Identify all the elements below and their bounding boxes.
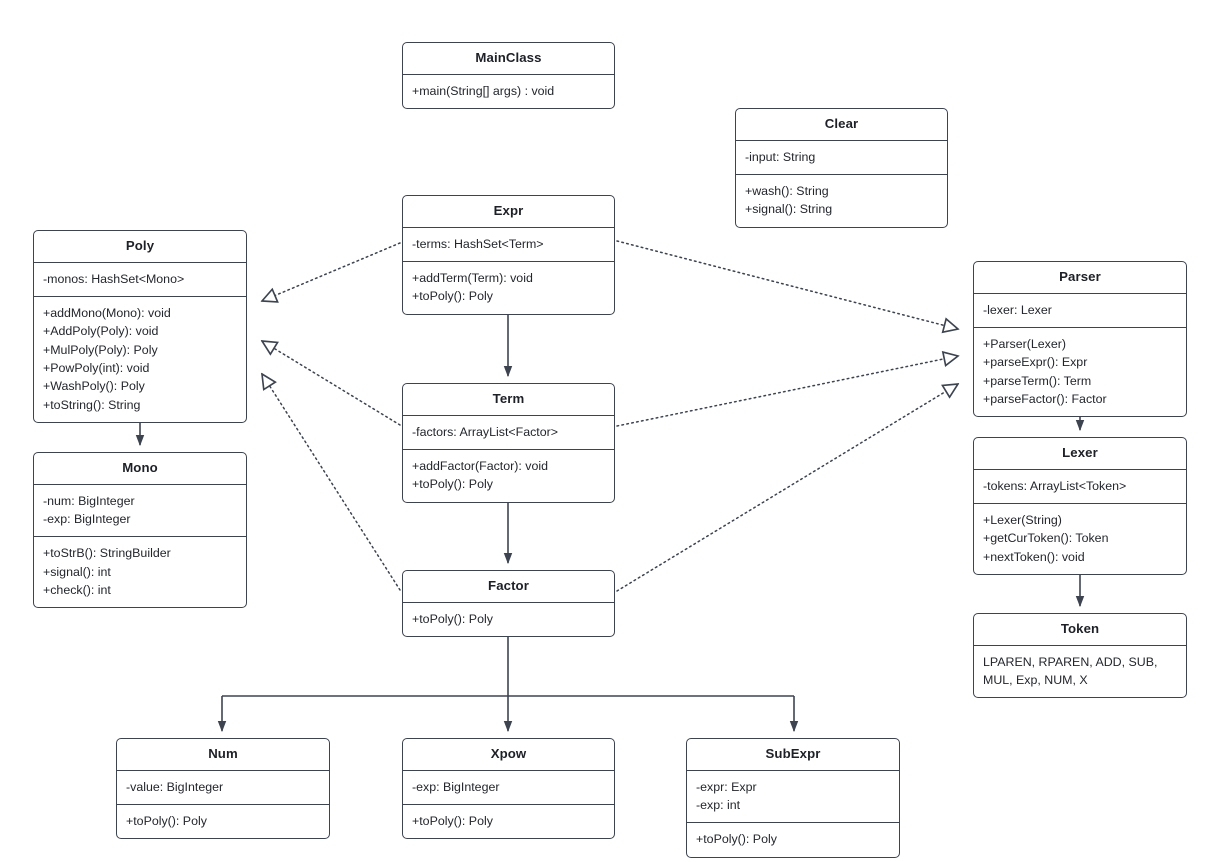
class-methods-section-factor: +toPoly(): Poly bbox=[403, 601, 614, 636]
class-name-term: Term bbox=[492, 391, 525, 406]
class-name-lexer: Lexer bbox=[1062, 445, 1098, 460]
class-name-num: Num bbox=[208, 746, 238, 761]
class-methods-section-expr: +addTerm(Term): void +toPoly(): Poly bbox=[403, 260, 614, 314]
class-methods-section-parser: +Parser(Lexer) +parseExpr(): Expr +parseTe… bbox=[974, 326, 1186, 416]
class-methods-line: +Lexer(String) bbox=[983, 512, 1062, 527]
class-box-expr[interactable]: Expr -terms: HashSet<Term> +addTerm(Term):… bbox=[402, 195, 615, 315]
class-attributes-section-subexpr: -expr: Expr -exp: int bbox=[687, 769, 899, 823]
class-methods-line: +wash(): String bbox=[745, 183, 829, 198]
edge-expr-dep-poly bbox=[262, 242, 401, 301]
class-attributes-line: -factors: ArrayList<Factor> bbox=[412, 424, 558, 439]
class-methods-line: +AddPoly(Poly): void bbox=[43, 324, 159, 339]
class-methods-line: +MulPoly(Poly): Poly bbox=[43, 342, 158, 357]
class-attributes-section-clear: -input: String bbox=[736, 139, 947, 174]
class-methods-line: +WashPoly(): Poly bbox=[43, 379, 145, 394]
class-methods-line: +Parser(Lexer) bbox=[983, 336, 1066, 351]
class-attributes-line: -num: BigInteger bbox=[43, 493, 135, 508]
class-methods-line: +PowPoly(int): void bbox=[43, 360, 150, 375]
class-methods-line: +toPoly(): Poly bbox=[412, 289, 493, 304]
class-attributes-line: -terms: HashSet<Term> bbox=[412, 236, 544, 251]
class-name-poly: Poly bbox=[125, 238, 155, 253]
class-name-clear: Clear bbox=[824, 116, 859, 131]
class-methods-line: +toPoly(): Poly bbox=[412, 611, 493, 626]
class-name-mono: Mono bbox=[122, 460, 158, 475]
class-methods-section-mainclass: +main(String[] args) : void bbox=[403, 73, 614, 108]
class-name-subexpr: SubExpr bbox=[765, 746, 821, 761]
class-methods-line: +parseExpr(): Expr bbox=[983, 355, 1088, 370]
class-methods-line: +parseTerm(): Term bbox=[983, 373, 1092, 388]
class-box-parser[interactable]: Parser -lexer: Lexer +Parser(Lexer) +parseE… bbox=[973, 261, 1187, 418]
class-attributes-line: -value: BigInteger bbox=[126, 779, 224, 794]
class-attributes-line: -input: String bbox=[745, 149, 816, 164]
class-box-poly[interactable]: Poly -monos: HashSet<Mono> +addMono(Mono):… bbox=[33, 230, 247, 424]
class-attributes-line: -lexer: Lexer bbox=[983, 302, 1052, 317]
class-methods-line: +toPoly(): Poly bbox=[412, 477, 493, 492]
class-methods-section-subexpr: +toPoly(): Poly bbox=[687, 822, 899, 856]
class-attributes-line: -exp: BigInteger bbox=[412, 779, 500, 794]
class-methods-line: +toPoly(): Poly bbox=[412, 813, 493, 828]
class-methods-section-term: +addFactor(Factor): void +toPoly(): Poly bbox=[403, 448, 614, 502]
class-attributes-section-poly: -monos: HashSet<Mono> bbox=[34, 261, 246, 296]
class-attributes-section-num: -value: BigInteger bbox=[117, 769, 329, 804]
class-methods-line: +toStrB(): StringBuilder bbox=[43, 546, 171, 561]
class-box-subexpr[interactable]: SubExpr -expr: Expr -exp: int +toPoly(): Po… bbox=[686, 738, 900, 858]
class-box-mono[interactable]: Mono -num: BigInteger -exp: BigInteger +toS… bbox=[33, 452, 247, 609]
class-methods-line: +check(): int bbox=[43, 582, 111, 597]
class-methods-section-num: +toPoly(): Poly bbox=[117, 803, 329, 838]
class-methods-line: +toPoly(): Poly bbox=[696, 832, 777, 847]
class-methods-section-poly: +addMono(Mono): void +AddPoly(Poly): void… bbox=[34, 295, 246, 422]
class-name-xpow: Xpow bbox=[490, 746, 527, 761]
class-name-mainclass: MainClass bbox=[475, 50, 542, 65]
class-methods-line: +toString(): String bbox=[43, 397, 141, 412]
class-methods-line: +signal(): int bbox=[43, 564, 111, 579]
class-attributes-section-lexer: -tokens: ArrayList<Token> bbox=[974, 468, 1186, 503]
class-box-lexer[interactable]: Lexer -tokens: ArrayList<Token> +Lexer(Str… bbox=[973, 437, 1187, 575]
class-box-term[interactable]: Term -factors: ArrayList<Factor> +addFacto… bbox=[402, 383, 615, 503]
class-attributes-line: LPAREN, RPAREN, ADD, SUB, bbox=[983, 654, 1158, 669]
class-methods-line: +getCurToken(): Token bbox=[983, 531, 1109, 546]
class-name-token: Token bbox=[1060, 621, 1100, 636]
class-methods-line: +signal(): String bbox=[745, 202, 833, 217]
class-methods-line: +main(String[] args) : void bbox=[412, 83, 555, 98]
class-name-factor: Factor bbox=[488, 578, 529, 593]
edge-term-dep-poly bbox=[262, 341, 401, 426]
class-methods-line: +addTerm(Term): void bbox=[412, 270, 533, 285]
class-attributes-section-token: LPAREN, RPAREN, ADD, SUB, MUL, Exp, NUM, … bbox=[974, 644, 1186, 698]
class-attributes-line: -monos: HashSet<Mono> bbox=[43, 271, 185, 286]
class-attributes-section-mono: -num: BigInteger -exp: BigInteger bbox=[34, 483, 246, 537]
class-methods-line: +parseFactor(): Factor bbox=[983, 391, 1107, 406]
edge-expr-dep-parser bbox=[616, 240, 958, 329]
class-name-parser: Parser bbox=[1059, 269, 1101, 284]
class-attributes-section-xpow: -exp: BigInteger bbox=[403, 769, 614, 804]
class-attributes-line: MUL, Exp, NUM, X bbox=[983, 672, 1088, 687]
class-box-mainclass[interactable]: MainClass +main(String[] args) : void bbox=[402, 42, 615, 109]
class-methods-line: +addFactor(Factor): void bbox=[412, 458, 549, 473]
class-methods-line: +nextToken(): void bbox=[983, 549, 1085, 564]
class-methods-line: +toPoly(): Poly bbox=[126, 813, 207, 828]
class-attributes-section-expr: -terms: HashSet<Term> bbox=[403, 226, 614, 261]
class-methods-section-clear: +wash(): String +signal(): String bbox=[736, 173, 947, 227]
class-box-num[interactable]: Num -value: BigInteger +toPoly(): Poly bbox=[116, 738, 330, 840]
class-methods-section-mono: +toStrB(): StringBuilder +signal(): int +c… bbox=[34, 536, 246, 607]
class-box-factor[interactable]: Factor +toPoly(): Poly bbox=[402, 570, 615, 637]
class-attributes-line: -exp: int bbox=[696, 797, 741, 812]
class-attributes-section-parser: -lexer: Lexer bbox=[974, 292, 1186, 327]
class-box-clear[interactable]: Clear -input: String +wash(): String +signa… bbox=[735, 108, 948, 228]
edge-factor-dep-parser bbox=[616, 384, 958, 592]
class-attributes-line: -exp: BigInteger bbox=[43, 511, 131, 526]
edge-term-dep-parser bbox=[616, 356, 958, 427]
class-name-expr: Expr bbox=[493, 203, 524, 218]
edge-factor-dep-poly bbox=[262, 374, 401, 591]
class-methods-section-xpow: +toPoly(): Poly bbox=[403, 803, 614, 838]
class-methods-line: +addMono(Mono): void bbox=[43, 305, 171, 320]
class-attributes-line: -tokens: ArrayList<Token> bbox=[983, 478, 1127, 493]
class-attributes-section-term: -factors: ArrayList<Factor> bbox=[403, 414, 614, 449]
class-box-xpow[interactable]: Xpow -exp: BigInteger +toPoly(): Poly bbox=[402, 738, 615, 840]
class-methods-section-lexer: +Lexer(String) +getCurToken(): Token +next… bbox=[974, 502, 1186, 574]
class-attributes-line: -expr: Expr bbox=[696, 779, 757, 794]
